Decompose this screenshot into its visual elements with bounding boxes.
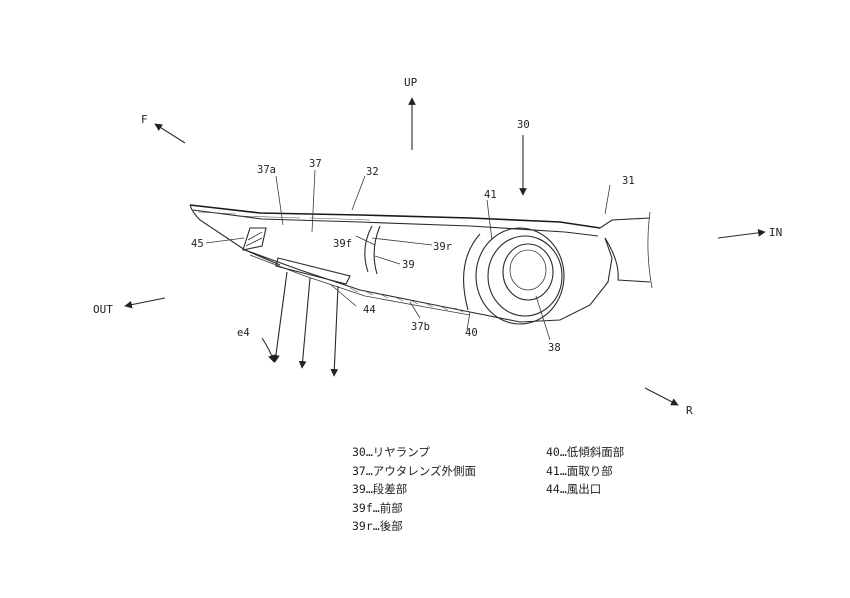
callout-30: 30 [517, 119, 530, 131]
callout-44: 44 [363, 304, 376, 316]
airflow-e4-arrow [261, 337, 276, 363]
legend-item-37: 37…アウタレンズ外側面 [352, 463, 477, 478]
lower-surface-hatching [197, 211, 464, 313]
callout-e4: e4 [237, 327, 250, 339]
callout-39: 39 [402, 259, 415, 271]
rear-lamp-body [189, 204, 613, 325]
lens-38-outer [502, 243, 554, 301]
legend-item-41: 41…面取り部 [546, 463, 613, 478]
inboard-arrow [717, 229, 766, 239]
callout-38: 38 [548, 342, 561, 354]
label-outboard: OUT [93, 303, 113, 316]
step-front-edge [364, 225, 373, 273]
airflow-arrow-1 [272, 271, 288, 363]
label-front: F [141, 113, 148, 126]
callout-40: 40 [465, 327, 478, 339]
direction-arrows [124, 97, 766, 406]
legend-item-30: 30…リヤランプ [352, 445, 430, 459]
callout-45: 45 [191, 238, 204, 250]
airflow-arrow-3 [330, 285, 339, 377]
legend-item-39: 39…段差部 [352, 482, 408, 496]
leader-lines [205, 169, 611, 341]
callout-37a: 37a [257, 164, 276, 176]
callout-31: 31 [622, 175, 635, 187]
outboard-arrow [124, 297, 166, 309]
legend-item-39r: 39r…後部 [352, 519, 403, 533]
chamfer-ring-inner [487, 235, 563, 317]
air-outlet [275, 257, 351, 285]
lamp-bottom-edge [244, 237, 613, 323]
rear-arrow [644, 387, 679, 406]
airflow-arrows [261, 271, 339, 377]
chamfer-ring-outer [475, 227, 565, 325]
low-slope-edge [463, 233, 481, 311]
callout-37b: 37b [411, 321, 430, 333]
body-panel-31 [599, 211, 653, 289]
callout-39f: 39f [333, 238, 352, 250]
legend-item-44: 44…風出口 [546, 482, 602, 496]
figure-labels: UP F IN OUT R 30 31 32 37 37a 37b 38 39 … [93, 76, 782, 417]
label-up: UP [404, 76, 418, 89]
legend-item-39f: 39f…前部 [352, 500, 403, 515]
front-arrow [154, 123, 186, 144]
callout-32: 32 [366, 166, 379, 178]
body-panel-upper [599, 217, 651, 229]
label-inboard: IN [769, 226, 782, 239]
callout-41: 41 [484, 189, 497, 201]
legend-column-right: 40…低傾斜面部 41…面取り部 44…風出口 [546, 443, 624, 499]
reference-numeral-legend: 30…リヤランプ 37…アウタレンズ外側面 39…段差部 39f…前部 39r…… [352, 443, 672, 543]
callout-37: 37 [309, 158, 322, 170]
label-rear: R [686, 404, 693, 417]
lens-38-inner [509, 249, 547, 291]
lamp-top-inner-edge [192, 209, 599, 237]
part-45 [242, 227, 267, 251]
legend-column-left: 30…リヤランプ 37…アウタレンズ外側面 39…段差部 39f…前部 39r…… [352, 443, 476, 536]
legend-item-40: 40…低傾斜面部 [546, 445, 625, 459]
body-panel-break [647, 211, 653, 289]
lamp-top-edge [189, 204, 601, 229]
callout-39r: 39r [433, 241, 452, 253]
lamp-front-tip [189, 204, 281, 266]
airflow-arrow-2 [298, 277, 311, 369]
step-rear-edge [373, 225, 381, 275]
body-panel-lower [604, 237, 651, 283]
